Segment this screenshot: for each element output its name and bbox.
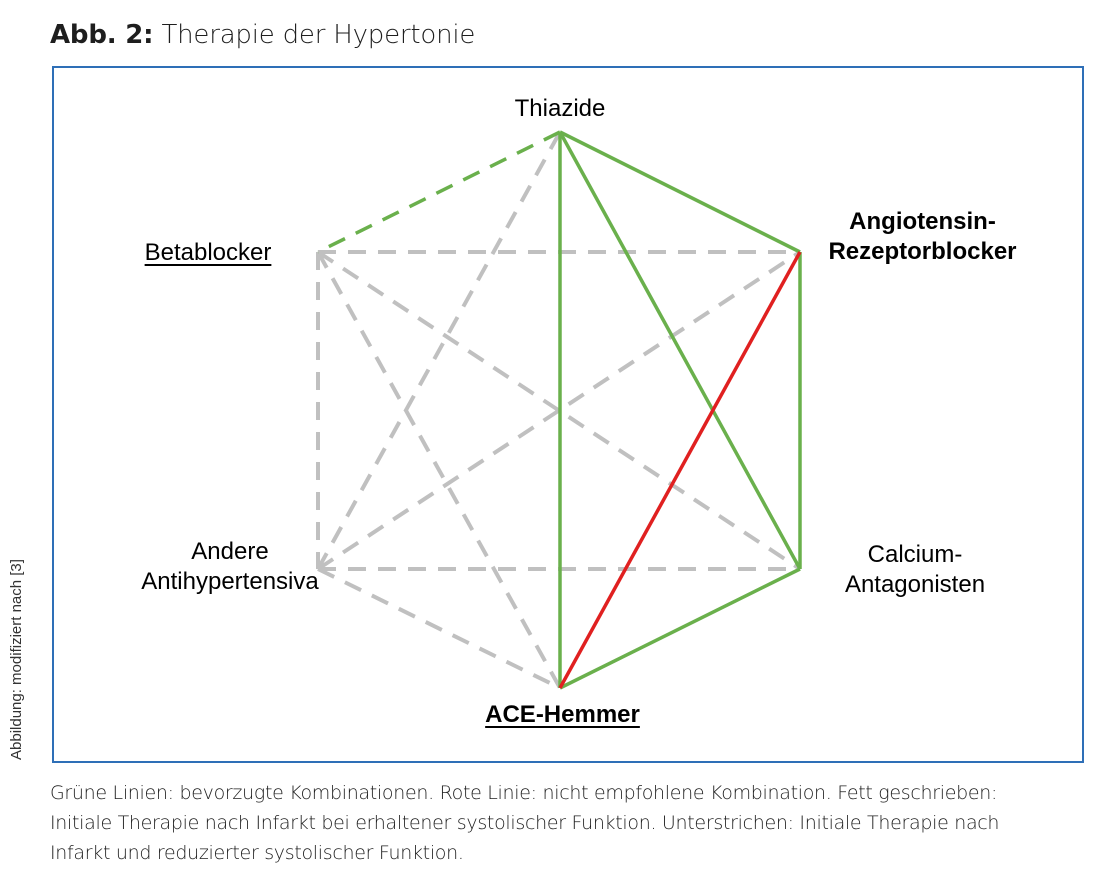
node-calcium-line2: Antagonisten: [844, 571, 986, 598]
edge-calcium-ace: [559, 567, 801, 690]
image-credit: Abbildung: modifiziert nach [3]: [8, 559, 25, 760]
node-thiazide: Thiazide: [480, 94, 640, 124]
edge-beta-ace: [316, 251, 562, 689]
node-calcium-line1: Calcium-: [867, 541, 963, 568]
edge-thiazide-arb: [559, 130, 801, 254]
edges-other: [316, 131, 802, 690]
node-ace-text: ACE-Hemmer: [485, 701, 640, 728]
node-arb-line2: Rezeptorblocker: [828, 238, 1017, 265]
node-betablocker: Betablocker: [118, 238, 298, 268]
node-arb-line1: Angiotensin-: [849, 208, 996, 235]
node-andere-line2: Antihypertensiva: [141, 568, 319, 595]
edge-thiazide-beta: [317, 130, 561, 254]
edge-andere-thiazide: [316, 131, 562, 570]
node-calcium-antagonists: Calcium- Antagonisten: [815, 540, 1015, 600]
node-thiazide-text: Thiazide: [514, 95, 606, 122]
edge-andere-arb: [316, 250, 802, 571]
node-beta-text: Betablocker: [144, 239, 272, 266]
edge-andere-ace: [317, 567, 561, 690]
edge-arb-ace: [558, 251, 802, 689]
figure-caption: Grüne Linien: bevorzugte Kombinationen. …: [50, 782, 1000, 864]
node-other-antihypertensives: Andere Antihypertensiva: [130, 537, 330, 597]
figure-title: Abb. 2: Therapie der Hypertonie: [50, 20, 475, 50]
node-andere-line1: Andere: [191, 538, 269, 565]
edge-thiazide-calcium: [558, 131, 802, 570]
edge-beta-calcium: [316, 250, 802, 571]
node-angiotensin-receptor-blocker: Angiotensin- Rezeptorblocker: [800, 207, 1045, 267]
diagram-frame: [52, 66, 1084, 763]
figure-label: Abb. 2:: [50, 20, 154, 50]
node-ace-inhibitor: ACE-Hemmer: [450, 700, 675, 730]
figure-title-text: Therapie der Hypertonie: [161, 20, 476, 50]
edges-highlighted: [317, 130, 802, 690]
